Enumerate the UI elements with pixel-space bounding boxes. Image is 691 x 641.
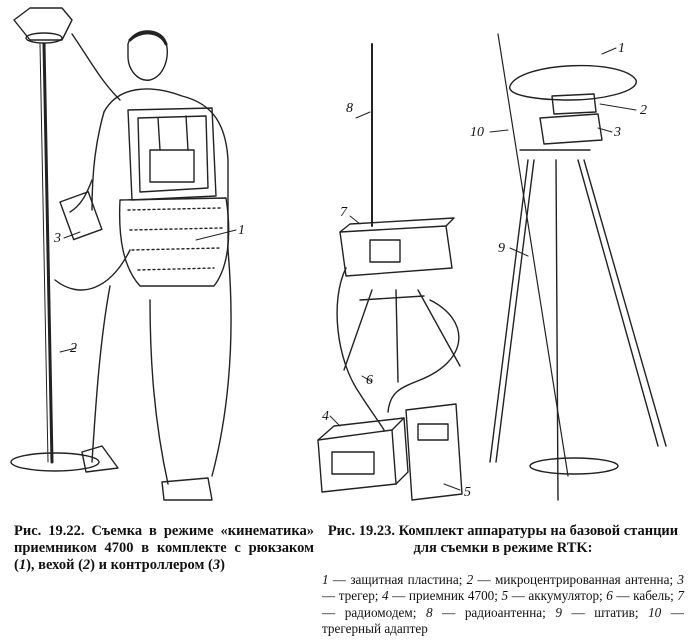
- legend-text: — трегерный адаптер: [322, 604, 684, 637]
- legend-text: — радиомодем;: [322, 604, 426, 620]
- caption-left-num-3: 3: [212, 557, 221, 573]
- caption-right-legend: 1 — защитная пластина; 2 — микроцентриро…: [322, 572, 684, 638]
- base-station-drawing: [317, 33, 667, 501]
- legend-text: — кабель;: [612, 588, 678, 604]
- legend-num: 2: [466, 572, 474, 587]
- caption-left-text: ): [220, 557, 225, 573]
- callout-4-right: 4: [322, 409, 329, 424]
- callout-1-right: 1: [618, 41, 625, 56]
- legend-text: — аккумулятор;: [508, 588, 607, 604]
- callout-2-right: 2: [640, 103, 647, 118]
- callout-8-right: 8: [346, 101, 353, 116]
- caption-left-text: ) и контроллером (: [90, 557, 213, 573]
- legend-num: 10: [648, 604, 662, 620]
- illustration: 1 2 3 1 2 3 4 5 6 7 8 9 10: [10, 7, 667, 501]
- legend-num: 6: [606, 588, 613, 604]
- right-callouts: 1 2 3 4 5 6 7 8 9 10: [322, 41, 647, 500]
- legend-num: 7: [677, 588, 684, 604]
- surveyor-drawing: [10, 7, 237, 501]
- callout-9-right: 9: [498, 241, 505, 256]
- legend-num: 3: [677, 572, 684, 587]
- legend-num: 1: [322, 572, 329, 587]
- legend-num: 5: [501, 588, 509, 604]
- left-callouts: 1 2 3: [53, 223, 245, 356]
- caption-left-text: ), вехой (: [26, 557, 83, 573]
- callout-6-right: 6: [366, 373, 373, 388]
- legend-text: — радиоантенна;: [432, 604, 556, 620]
- callout-2-left: 2: [70, 341, 77, 356]
- callout-7-right: 7: [340, 205, 348, 220]
- callout-1-left: 1: [238, 223, 245, 238]
- callout-3-right: 3: [613, 125, 621, 140]
- caption-left-text: Рис. 19.22. Съемка в режиме «кинематика»…: [14, 523, 314, 573]
- caption-left: Рис. 19.22. Съемка в режиме «кинематика»…: [14, 523, 314, 574]
- figure-area: 1 2 3 1 2 3 4 5 6 7 8 9 10: [10, 7, 667, 501]
- legend-num: 8: [425, 604, 433, 620]
- callout-3-left: 3: [53, 231, 61, 246]
- legend-num: 4: [382, 588, 389, 604]
- caption-right-title: Рис. 19.23. Комплект аппаратуры на базов…: [327, 523, 679, 556]
- caption-left-num-2: 2: [82, 557, 91, 573]
- legend-num: 9: [555, 604, 562, 620]
- legend-text: — штатив;: [561, 604, 649, 620]
- legend-text: — защитная пластина;: [328, 572, 467, 587]
- callout-5-right: 5: [464, 485, 471, 500]
- caption-left-num-1: 1: [18, 557, 27, 573]
- legend-text: — приемник 4700;: [388, 588, 502, 604]
- callout-10-right: 10: [470, 125, 484, 140]
- legend-text: — микроцентрированная антенна;: [473, 572, 678, 587]
- legend-text: — трегер;: [322, 588, 383, 604]
